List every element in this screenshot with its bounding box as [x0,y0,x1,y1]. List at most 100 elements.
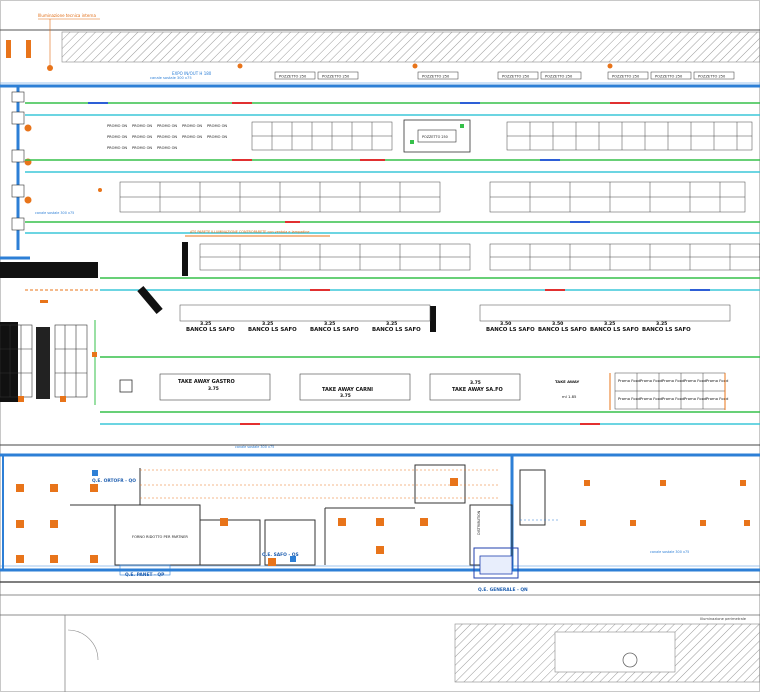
svg-text:3.75: 3.75 [208,386,219,392]
svg-text:Promo Food: Promo Food [640,378,663,383]
svg-text:Promo Food: Promo Food [684,378,707,383]
svg-text:PROMO ON: PROMO ON [157,124,177,128]
shelf-row-1 [251,121,753,151]
bottom-white-block [554,631,676,673]
svg-text:Promo Food: Promo Food [618,396,641,401]
svg-text:PROMO ON: PROMO ON [107,124,127,128]
svg-text:PROMO ON: PROMO ON [132,135,152,139]
black-wall-pieces [0,242,436,402]
svg-text:POZZETTO 250: POZZETTO 250 [545,75,573,79]
svg-text:BANCO LS SAFO: BANCO LS SAFO [248,327,297,333]
svg-text:3.75: 3.75 [470,380,481,386]
svg-text:POZZETTO 250: POZZETTO 250 [422,75,450,79]
svg-text:Q.E. ORTOFR - QO: Q.E. ORTOFR - QO [92,478,136,484]
svg-text:3.25: 3.25 [262,321,273,327]
svg-text:PROMO ON: PROMO ON [132,124,152,128]
svg-text:BANCO LS SAFO: BANCO LS SAFO [486,327,535,333]
pozzetto-8: POZZETTO 250 [693,71,735,80]
distribution-text: DISTRIBUTION [477,510,481,535]
take-away-gastro: TAKE AWAY GASTRO [178,379,235,385]
expo-text: EXPO IN/OUT H 180 [172,71,212,76]
forno-text: FORNO RIDOTTO PER PARTNER [132,535,188,539]
svg-text:Promo Food: Promo Food [662,396,685,401]
left-orange-markers [18,300,97,402]
boh-light-fixtures [16,478,750,566]
pozzetto-4: POZZETTO 250 [497,71,539,80]
aisle-accent-segments [88,102,710,425]
door-arc [67,629,99,661]
qe-safo-label: Q.E. SAFO - QS [262,552,299,562]
left-shelving-block [0,324,88,398]
canale-mid-text: canale sostale 300 x75 [35,211,74,215]
svg-text:PROMO ON: PROMO ON [207,135,227,139]
promo-food-grid: Promo Food Promo Food Promo Food Promo F… [609,372,729,410]
shelf-row-2 [119,181,746,213]
svg-text:BANCO LS SAFO: BANCO LS SAFO [372,327,421,333]
svg-text:3.25: 3.25 [656,321,667,327]
svg-text:PROMO ON: PROMO ON [157,146,177,150]
svg-text:3.25: 3.25 [604,321,615,327]
take-away-row: TAKE AWAY GASTRO 3.75 TAKE AWAY CARNI 3.… [119,373,521,401]
left-riser-boxes [11,91,25,231]
aisle-lines [25,102,760,425]
svg-text:3.75: 3.75 [340,393,351,399]
qe-ortofr-label: Q.E. ORTOFR - QO [92,470,136,484]
left-orange-dots [24,124,102,204]
svg-text:POZZETTO 250: POZZETTO 250 [655,75,683,79]
top-wall-hatch [61,31,760,63]
pozzetto-1: POZZETTO 250 [274,71,316,80]
svg-text:BANCO LS SAFO: BANCO LS SAFO [590,327,639,333]
svg-text:POZZETTO 250: POZZETTO 250 [502,75,530,79]
svg-text:TAKE AWAY: TAKE AWAY [555,379,579,384]
svg-text:PROMO ON: PROMO ON [182,135,202,139]
svg-text:POZZETTO 250: POZZETTO 250 [698,75,726,79]
center-display-unit: POZZETTO 250 [403,119,471,153]
svg-text:PROMO ON: PROMO ON [182,124,202,128]
canale-top-text: canale sostale 300 x75 [150,76,192,80]
take-away-carni: TAKE AWAY CARNI [322,387,373,393]
svg-text:Promo Food: Promo Food [618,378,641,383]
svg-text:Q.E. SAFO - QS: Q.E. SAFO - QS [262,552,299,558]
svg-text:3.25: 3.25 [324,321,335,327]
svg-text:ml 1.85: ml 1.85 [562,394,577,399]
svg-text:3.50: 3.50 [552,321,563,327]
pozzetto-7: POZZETTO 250 [650,71,692,80]
top-note-text: Illuminazione tecnica interna [38,13,96,18]
bottom-fixture-circle [622,652,638,668]
svg-text:Promo Food: Promo Food [640,396,663,401]
svg-text:BANCO LS SAFO: BANCO LS SAFO [642,327,691,333]
take-away-right: TAKE AWAY ml 1.85 [555,379,579,399]
canale-low-text: canale sostale 300 x75 [235,445,274,449]
svg-text:PROMO ON: PROMO ON [157,135,177,139]
svg-text:BANCO LS SAFO: BANCO LS SAFO [310,327,359,333]
promo-stack-left: PROMO ON PROMO ON PROMO ON PROMO ON PROM… [107,124,227,150]
svg-text:Promo Food: Promo Food [706,378,729,383]
shelf-row-3 [199,243,760,271]
svg-text:POZZETTO 250: POZZETTO 250 [279,75,307,79]
svg-text:3.25: 3.25 [386,321,397,327]
svg-text:POZZETTO 250: POZZETTO 250 [612,75,640,79]
svg-text:Promo Food: Promo Food [706,396,729,401]
svg-text:3.50: 3.50 [500,321,511,327]
pozzetto-3: POZZETTO 250 [417,71,459,80]
top-left-orange-fixtures [6,40,613,71]
pozzetto-5: POZZETTO 250 [540,71,582,80]
orange-note-text: ATS PARETE ILLUMINAZIONE CONTROPARETE co… [190,230,309,234]
pozzetto-2: POZZETTO 250 [317,71,359,80]
svg-text:Q.E. GENERALE - QN: Q.E. GENERALE - QN [478,587,528,593]
take-away-safo: TAKE AWAY SA.FO [452,387,503,393]
canale-bottom-text: canale sostale 300 x75 [650,550,689,554]
pozzetto-row: POZZETTO 250 POZZETTO 250 POZZETTO 250 P… [274,71,735,80]
qe-panet-label: Q.E. PANET - QP [119,564,171,578]
